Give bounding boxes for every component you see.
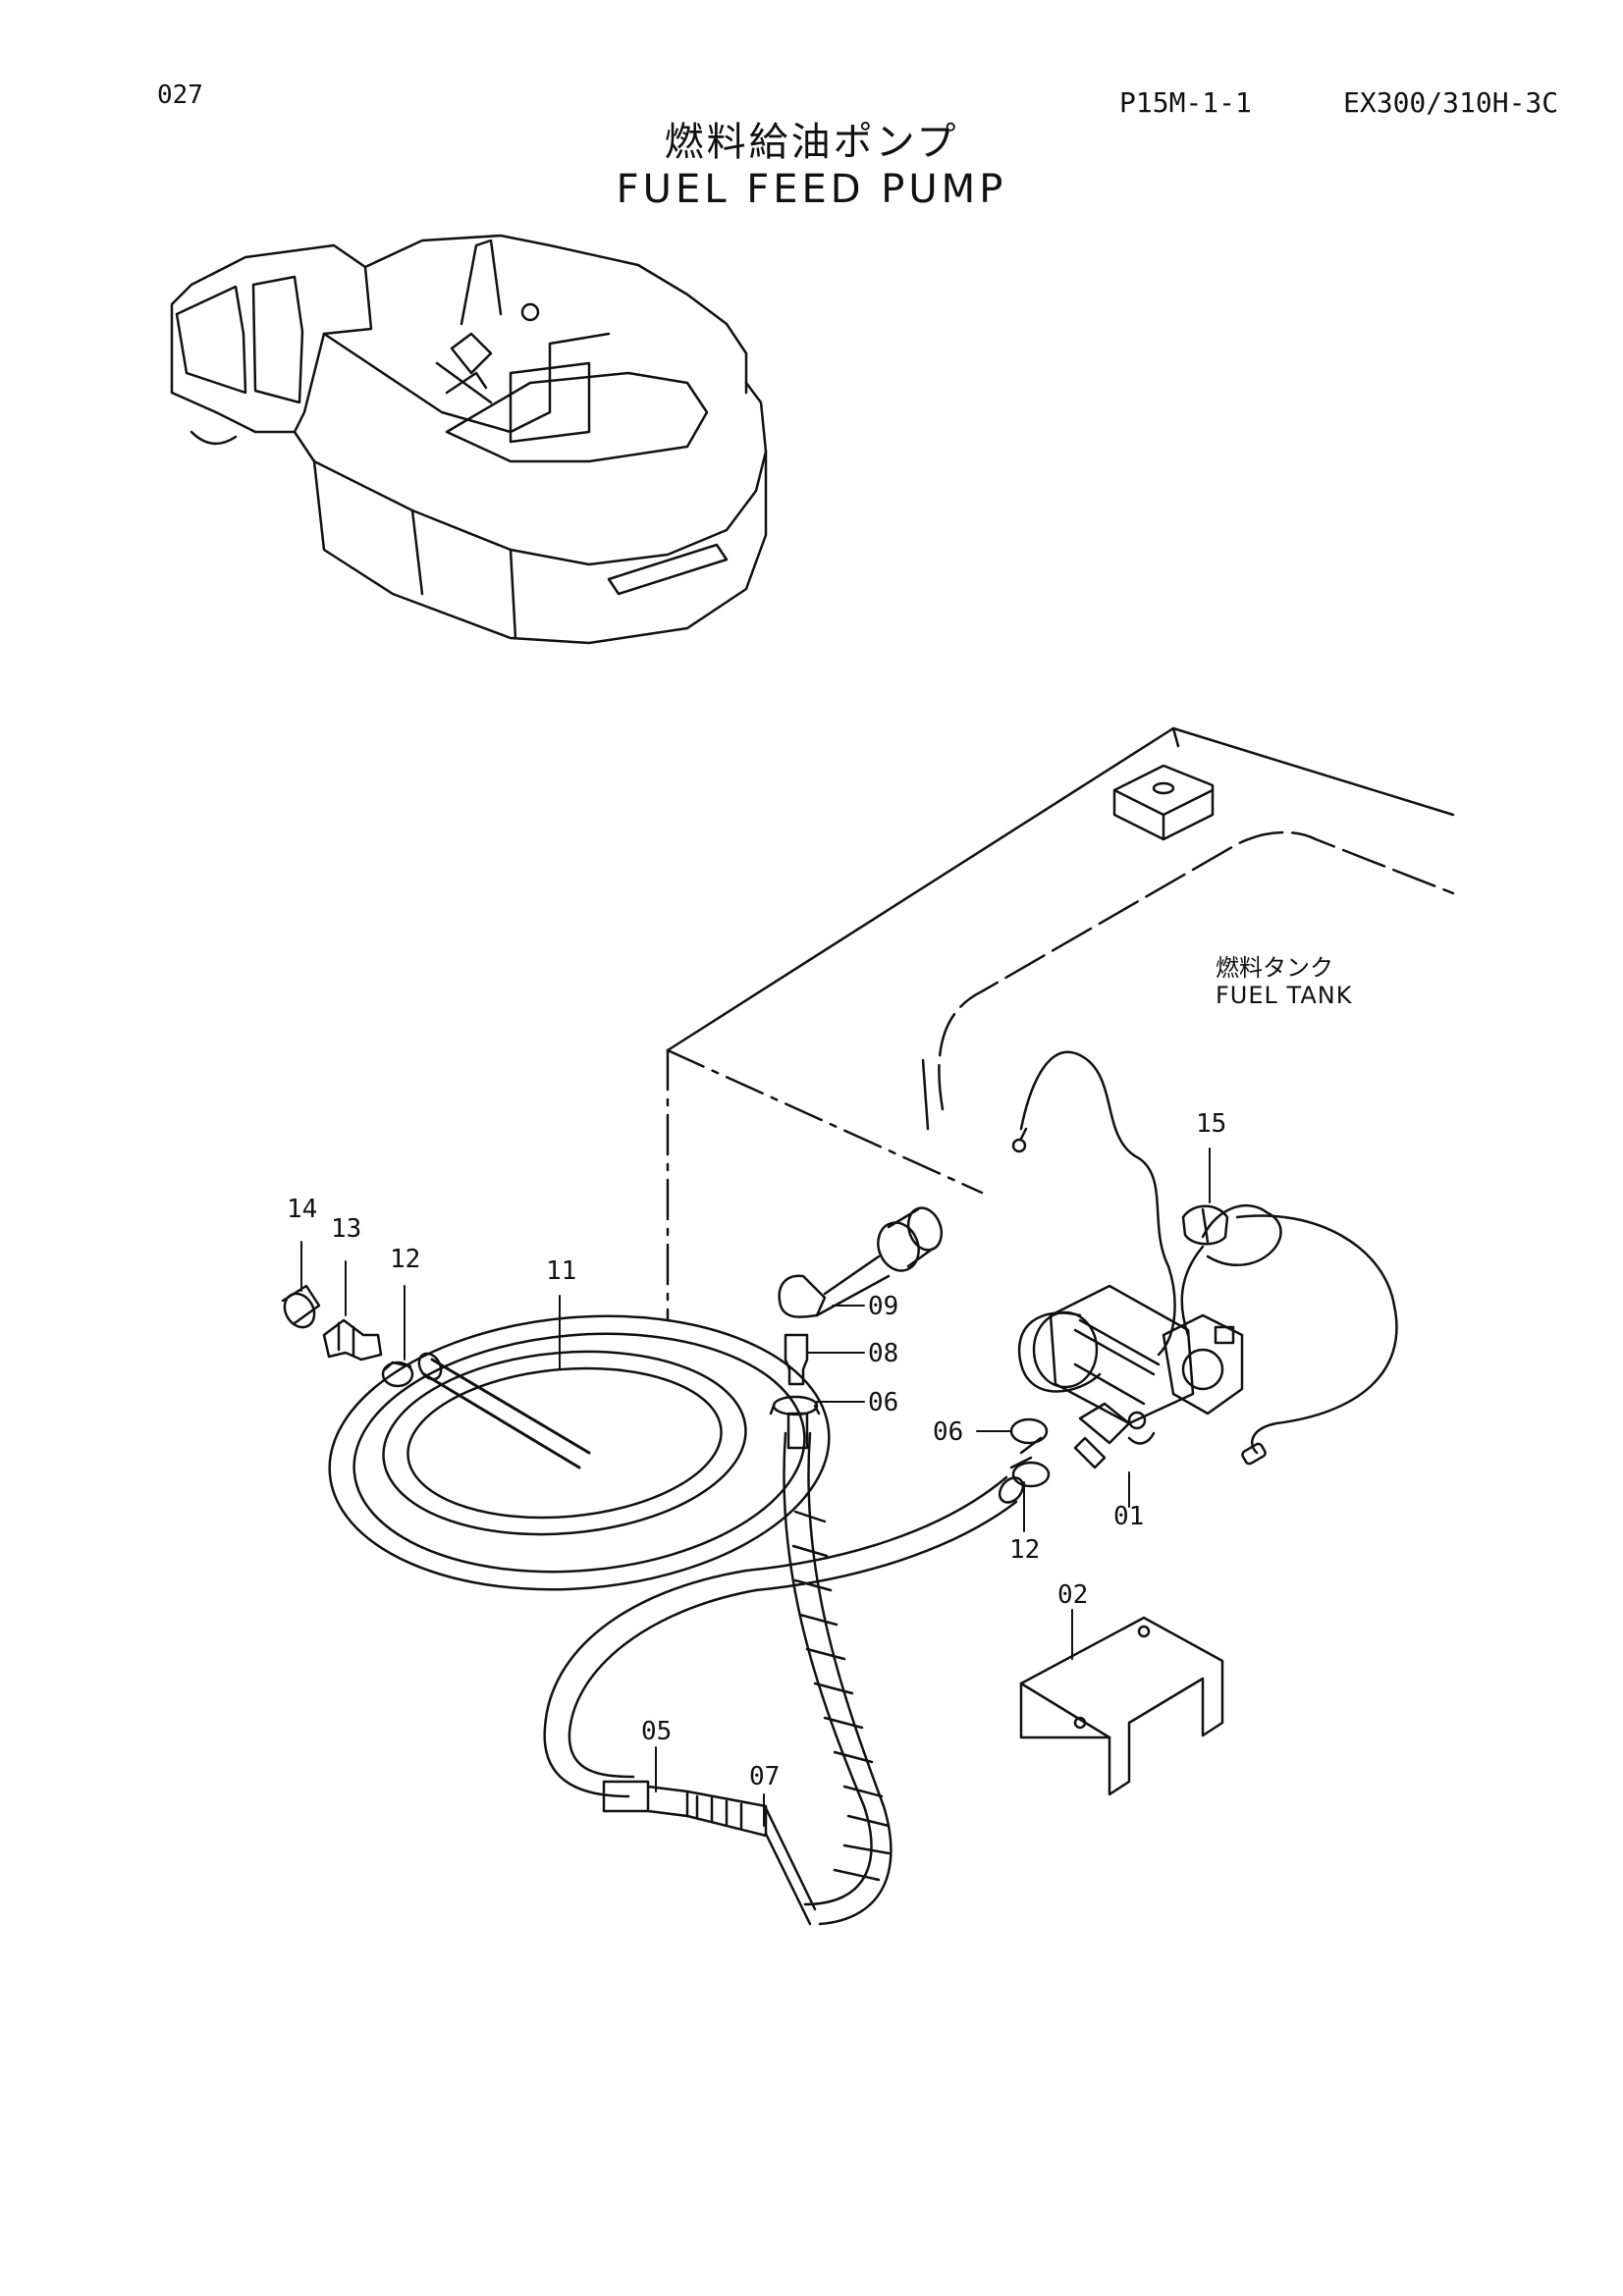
tank-top-block bbox=[1112, 764, 1215, 841]
bracket-02 bbox=[1019, 1616, 1224, 1796]
part-label-01: 01 bbox=[1113, 1502, 1144, 1531]
counterweight-top bbox=[293, 381, 768, 566]
drawing-code: P15M-1-1 bbox=[1119, 86, 1252, 119]
body-seam-2 bbox=[509, 548, 517, 640]
body-seam-1 bbox=[410, 508, 424, 596]
hose-05-07 bbox=[543, 1412, 893, 1926]
cab-handle bbox=[189, 430, 238, 446]
pump-assembly bbox=[1009, 1204, 1244, 1469]
tank-box bbox=[509, 361, 591, 444]
rear-grill bbox=[607, 543, 729, 596]
part-label-15: 15 bbox=[1196, 1109, 1226, 1139]
hood-lid bbox=[445, 371, 709, 463]
wiring-harness bbox=[1011, 1050, 1398, 1466]
pump-motor bbox=[1049, 1284, 1195, 1425]
part-label-06: 06 bbox=[868, 1388, 898, 1417]
counterweight-body bbox=[312, 450, 768, 645]
fuel-tank-label-jp: 燃料タンク bbox=[1216, 954, 1333, 982]
spiral-guard bbox=[791, 1510, 891, 1882]
clamp-06-lower bbox=[1009, 1417, 1049, 1445]
power-lead bbox=[1235, 1214, 1398, 1455]
elbow-09 bbox=[778, 1274, 827, 1318]
part-label-09: 09 bbox=[868, 1292, 898, 1321]
cap bbox=[877, 1221, 920, 1272]
cab-outline bbox=[170, 243, 373, 434]
model-number: EX300/310H-3C bbox=[1343, 86, 1559, 119]
excavator-overview bbox=[170, 234, 768, 645]
adapter-08 bbox=[784, 1333, 809, 1386]
part-labels: 15 14 13 12 11 09 08 06 06 01 12 02 05 0… bbox=[287, 1109, 1226, 1791]
page-number: 027 bbox=[157, 80, 203, 110]
part-label-08: 08 bbox=[868, 1339, 898, 1368]
leader-lines bbox=[300, 1148, 1211, 1827]
ground-terminal bbox=[1011, 1138, 1027, 1153]
filler-cap-mini bbox=[520, 302, 540, 322]
handrail bbox=[460, 239, 503, 326]
cab-window-side bbox=[251, 275, 304, 404]
hose-mini-2 bbox=[445, 371, 488, 395]
pump-head bbox=[1162, 1313, 1244, 1415]
part-label-11: 11 bbox=[546, 1256, 576, 1286]
title-english: FUEL FEED PUMP bbox=[616, 167, 1007, 212]
fuel-tank-label-en: FUEL TANK bbox=[1216, 982, 1353, 1009]
part-label-13: 13 bbox=[331, 1214, 361, 1244]
part-label-12-lower: 12 bbox=[1009, 1535, 1040, 1565]
tank-inner-left bbox=[921, 1058, 930, 1131]
fuel-tank-outline bbox=[666, 726, 1455, 1322]
clamp-12-right bbox=[1011, 1461, 1051, 1488]
tank-top-edge bbox=[666, 726, 1455, 1052]
deck-outline bbox=[363, 234, 748, 395]
part-label-07: 07 bbox=[749, 1762, 780, 1791]
part-label-14: 14 bbox=[287, 1195, 317, 1224]
coupler-13 bbox=[322, 1318, 383, 1362]
deck-edge bbox=[322, 332, 611, 434]
left-fittings bbox=[281, 1284, 414, 1388]
part-label-05: 05 bbox=[641, 1717, 672, 1746]
pump-mini bbox=[450, 332, 493, 375]
cab-window-front bbox=[175, 285, 247, 395]
part-label-12: 12 bbox=[390, 1245, 420, 1274]
part-label-06-lower: 06 bbox=[933, 1417, 963, 1447]
fittings bbox=[769, 1206, 1051, 1488]
tank-base-line bbox=[666, 1048, 984, 1195]
hose-mini bbox=[435, 361, 493, 404]
power-lead-terminal bbox=[1241, 1442, 1267, 1466]
pump-motor-end bbox=[1032, 1310, 1099, 1389]
tank-inner-line bbox=[938, 830, 1455, 1111]
part-label-02: 02 bbox=[1057, 1580, 1088, 1610]
hose-11-coil bbox=[328, 1314, 1025, 1592]
clamp-15 bbox=[1181, 1204, 1229, 1246]
title-japanese: 燃料給油ポンプ bbox=[664, 120, 959, 165]
